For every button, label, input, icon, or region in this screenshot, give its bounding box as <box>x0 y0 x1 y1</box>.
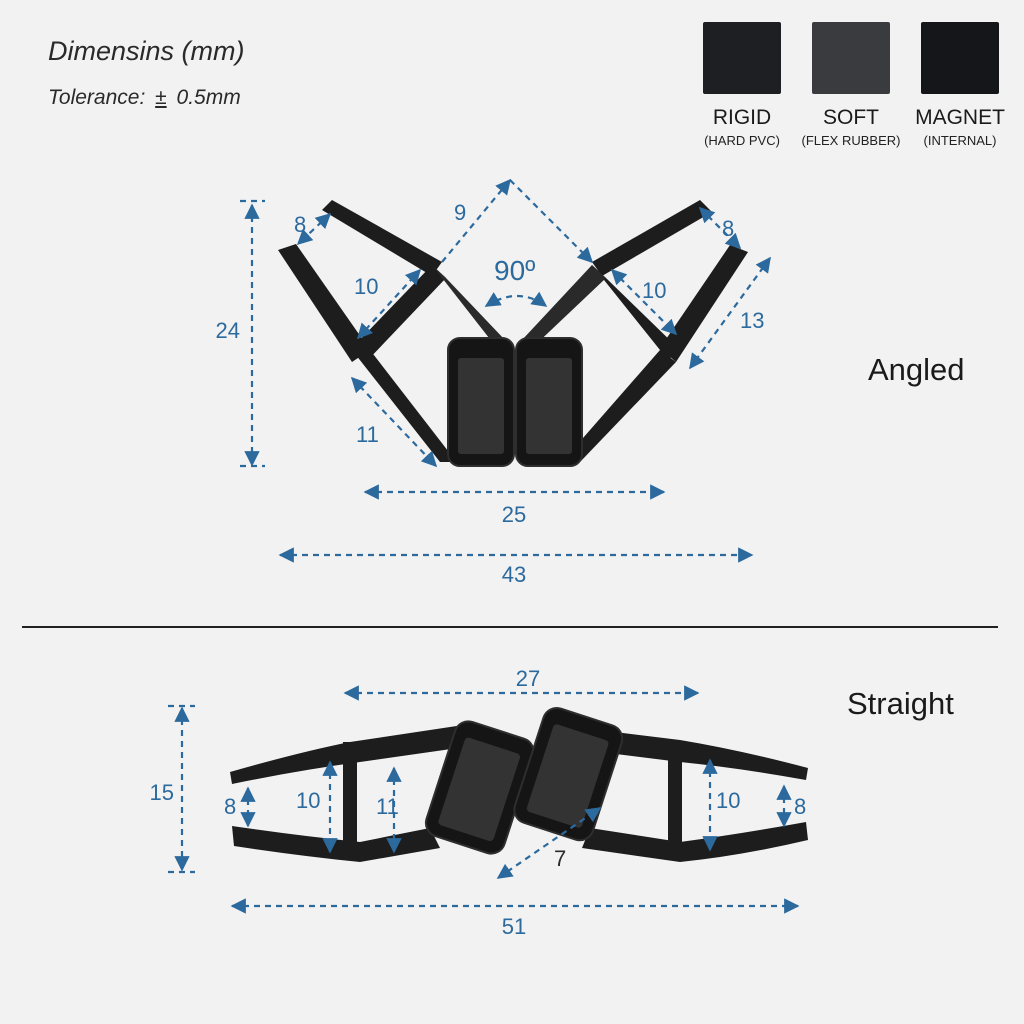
straight-left-inner-dim: 10 <box>296 788 320 813</box>
rigid-sublabel: (HARD PVC) <box>704 133 780 148</box>
soft-swatch <box>812 22 890 94</box>
straight-magnet-dim: 7 <box>554 846 566 871</box>
page-title: Dimensins (mm) <box>48 36 245 66</box>
angled-section-label: Angled <box>868 352 965 387</box>
straight-overall-dim: 51 <box>502 914 526 939</box>
rigid-swatch <box>703 22 781 94</box>
straight-section-label: Straight <box>847 686 954 721</box>
magnet-sublabel: (INTERNAL) <box>923 133 997 148</box>
angled-inner-right-dim: 10 <box>642 278 666 303</box>
straight-right-gap-dim: 8 <box>794 794 806 819</box>
angled-inner-left-dim: 10 <box>354 274 378 299</box>
soft-sublabel: (FLEX RUBBER) <box>801 133 901 148</box>
tolerance-note: Tolerance: ± 0.5mm <box>48 86 241 110</box>
straight-right-inner-dim: 10 <box>716 788 740 813</box>
angled-profile <box>278 200 748 467</box>
straight-center-inner-dim: 11 <box>376 794 399 819</box>
straight-top-span-dim: 27 <box>516 666 540 691</box>
plus-minus-sign: ± <box>155 86 167 109</box>
angled-bottom-inner-dim: 25 <box>502 502 526 527</box>
straight-profile <box>230 707 808 862</box>
straight-dimensions <box>168 685 800 914</box>
angled-right-flange-dim: 8 <box>722 216 734 241</box>
soft-label: SOFT <box>823 106 879 129</box>
rigid-label: RIGID <box>712 106 772 129</box>
angled-top-span-dim: 9 <box>454 200 466 225</box>
magnet-label: MAGNET <box>915 106 1005 129</box>
angled-angle-dim: 90º <box>494 255 535 286</box>
angled-lower-left-dim: 11 <box>356 422 379 447</box>
angled-dimensions <box>240 178 771 563</box>
tolerance-label: Tolerance: <box>48 86 146 109</box>
angled-right-side-dim: 13 <box>740 308 764 333</box>
angled-bottom-overall-dim: 43 <box>502 562 526 587</box>
straight-height-dim: 15 <box>150 780 174 805</box>
tolerance-value: 0.5mm <box>176 86 241 109</box>
magnet-swatch <box>921 22 999 94</box>
angled-left-flange-dim: 8 <box>294 212 306 237</box>
section-divider <box>22 626 998 628</box>
straight-left-gap-dim: 8 <box>224 794 236 819</box>
angled-height-dim: 24 <box>216 318 240 343</box>
